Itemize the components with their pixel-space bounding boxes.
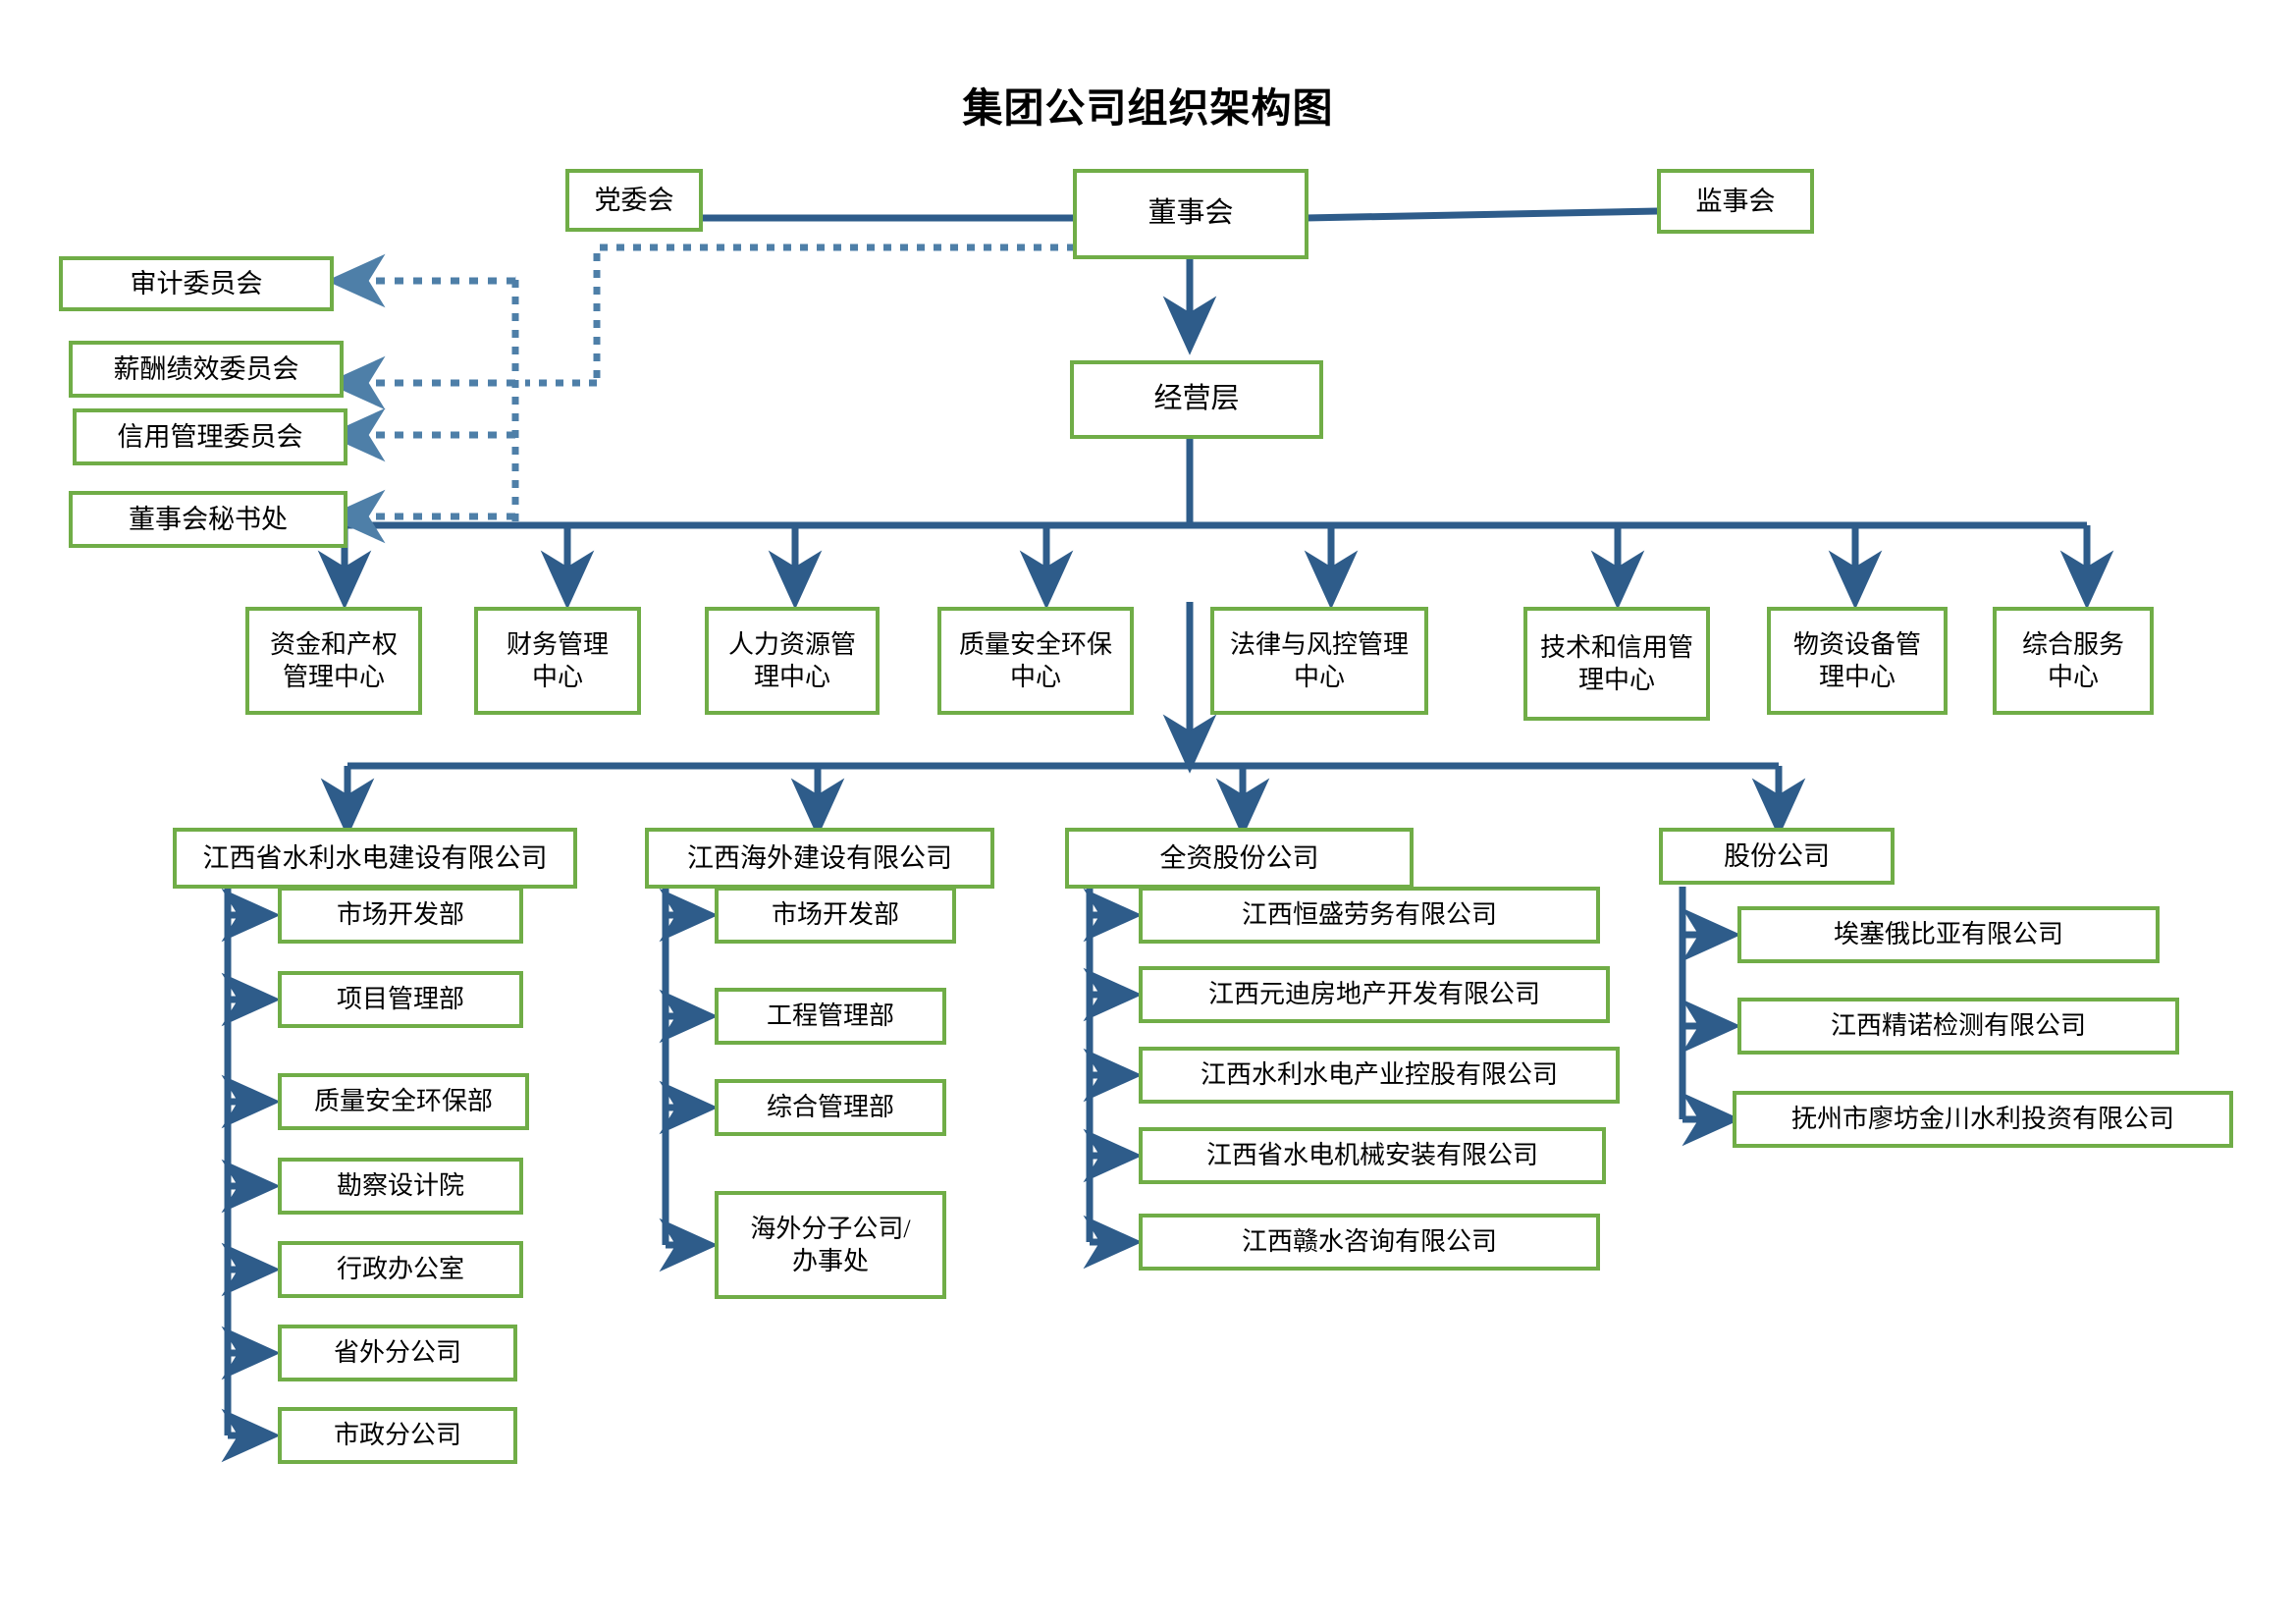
node-label: 审计委员会 <box>130 268 263 298</box>
node-label: 质量安全环保部 <box>313 1087 493 1116</box>
node-label: 江西海外建设有限公司 <box>687 842 952 873</box>
node-label: 省外分公司 <box>333 1338 461 1368</box>
node-label: 江西省水电机械安装有限公司 <box>1205 1141 1538 1170</box>
node-label: 质量安全环保 中心 <box>958 629 1112 691</box>
node-label: 勘察设计院 <box>336 1171 464 1201</box>
node-dept-overseas-branches-offices[interactable]: 海外分子公司/ 办事处 <box>715 1191 946 1299</box>
node-party-committee[interactable]: 党委会 <box>565 169 703 232</box>
node-company-ganshui-consulting[interactable]: 江西赣水咨询有限公司 <box>1139 1214 1600 1271</box>
node-subsidiary-jiangxi-water-power[interactable]: 江西省水利水电建设有限公司 <box>173 828 577 889</box>
node-dept-general-management[interactable]: 综合管理部 <box>715 1079 946 1136</box>
node-dept-market-development-2[interactable]: 市场开发部 <box>715 887 956 944</box>
node-label: 党委会 <box>594 185 674 215</box>
page-title: 集团公司组织架构图 <box>962 85 1334 131</box>
node-center-capital-equity[interactable]: 资金和产权 管理中心 <box>245 607 422 715</box>
node-label: 董事会秘书处 <box>129 504 288 534</box>
node-audit-committee[interactable]: 审计委员会 <box>59 256 334 311</box>
node-center-legal-risk[interactable]: 法律与风控管理 中心 <box>1210 607 1428 715</box>
node-label: 行政办公室 <box>336 1255 464 1284</box>
node-label: 海外分子公司/ 办事处 <box>750 1214 911 1275</box>
node-label: 综合服务 中心 <box>2021 629 2124 691</box>
node-center-finance[interactable]: 财务管理 中心 <box>474 607 641 715</box>
node-board-of-supervisors[interactable]: 监事会 <box>1657 169 1814 234</box>
node-label: 董事会 <box>1148 197 1234 230</box>
node-label: 全资股份公司 <box>1159 842 1319 873</box>
node-company-ethiopia[interactable]: 埃塞俄比亚有限公司 <box>1737 906 2160 963</box>
node-company-fuzhou-liaofang-jinchuan[interactable]: 抚州市廖坊金川水利投资有限公司 <box>1733 1091 2233 1148</box>
node-label: 抚州市廖坊金川水利投资有限公司 <box>1790 1105 2174 1134</box>
node-label: 股份公司 <box>1724 840 1830 871</box>
node-label: 市政分公司 <box>333 1421 461 1450</box>
node-dept-municipal-branch[interactable]: 市政分公司 <box>278 1407 517 1464</box>
node-label: 信用管理委员会 <box>117 421 303 452</box>
node-subsidiary-stock-company[interactable]: 股份公司 <box>1659 828 1895 885</box>
node-company-jingnuo-testing[interactable]: 江西精诺检测有限公司 <box>1737 998 2179 1055</box>
node-label: 江西精诺检测有限公司 <box>1830 1011 2086 1041</box>
node-credit-management-committee[interactable]: 信用管理委员会 <box>73 408 347 465</box>
node-center-materials-equipment[interactable]: 物资设备管 理中心 <box>1767 607 1948 715</box>
node-dept-administrative-office[interactable]: 行政办公室 <box>278 1241 523 1298</box>
node-company-yuandi-real-estate[interactable]: 江西元迪房地产开发有限公司 <box>1139 966 1610 1023</box>
node-label: 经营层 <box>1153 383 1240 415</box>
node-dept-survey-design-institute[interactable]: 勘察设计院 <box>278 1158 523 1215</box>
node-company-hydropower-machinery-installation[interactable]: 江西省水电机械安装有限公司 <box>1139 1127 1606 1184</box>
node-label: 江西赣水咨询有限公司 <box>1241 1227 1497 1257</box>
node-board-of-directors[interactable]: 董事会 <box>1073 169 1308 259</box>
node-label: 法律与风控管理 中心 <box>1229 629 1409 691</box>
node-label: 江西省水利水电建设有限公司 <box>202 842 548 873</box>
node-label: 工程管理部 <box>766 1001 894 1031</box>
node-center-human-resources[interactable]: 人力资源管 理中心 <box>705 607 880 715</box>
node-company-water-power-industry-holding[interactable]: 江西水利水电产业控股有限公司 <box>1139 1047 1620 1104</box>
node-label: 江西恒盛劳务有限公司 <box>1241 900 1497 930</box>
node-label: 物资设备管 理中心 <box>1792 629 1921 691</box>
node-label: 江西水利水电产业控股有限公司 <box>1200 1060 1558 1090</box>
node-label: 资金和产权 管理中心 <box>269 629 398 691</box>
node-compensation-committee[interactable]: 薪酬绩效委员会 <box>69 341 344 398</box>
node-center-technology-credit[interactable]: 技术和信用管 理中心 <box>1523 607 1710 721</box>
node-board-secretariat[interactable]: 董事会秘书处 <box>69 491 347 548</box>
node-label: 江西元迪房地产开发有限公司 <box>1207 980 1540 1009</box>
node-label: 监事会 <box>1695 186 1776 216</box>
node-dept-quality-safety-environment[interactable]: 质量安全环保部 <box>278 1073 529 1130</box>
node-company-hengsheng-labor[interactable]: 江西恒盛劳务有限公司 <box>1139 887 1600 944</box>
node-label: 市场开发部 <box>336 900 464 930</box>
node-label: 埃塞俄比亚有限公司 <box>1833 920 2063 949</box>
node-label: 项目管理部 <box>336 985 464 1014</box>
node-label: 综合管理部 <box>766 1093 894 1122</box>
node-dept-out-of-province-branch[interactable]: 省外分公司 <box>278 1325 517 1381</box>
node-subsidiary-wholly-owned-stock[interactable]: 全资股份公司 <box>1065 828 1414 889</box>
node-label: 人力资源管 理中心 <box>727 629 856 691</box>
node-center-general-services[interactable]: 综合服务 中心 <box>1993 607 2154 715</box>
node-label: 薪酬绩效委员会 <box>113 353 299 384</box>
node-dept-engineering-management[interactable]: 工程管理部 <box>715 988 946 1045</box>
node-label: 技术和信用管 理中心 <box>1539 632 1693 694</box>
node-center-quality-safety-environment[interactable]: 质量安全环保 中心 <box>937 607 1134 715</box>
node-subsidiary-jiangxi-overseas[interactable]: 江西海外建设有限公司 <box>645 828 994 889</box>
node-label: 财务管理 中心 <box>506 629 609 691</box>
node-label: 市场开发部 <box>771 900 899 930</box>
node-dept-project-management[interactable]: 项目管理部 <box>278 971 523 1028</box>
node-management-layer[interactable]: 经营层 <box>1070 360 1323 439</box>
node-dept-market-development-1[interactable]: 市场开发部 <box>278 887 523 944</box>
